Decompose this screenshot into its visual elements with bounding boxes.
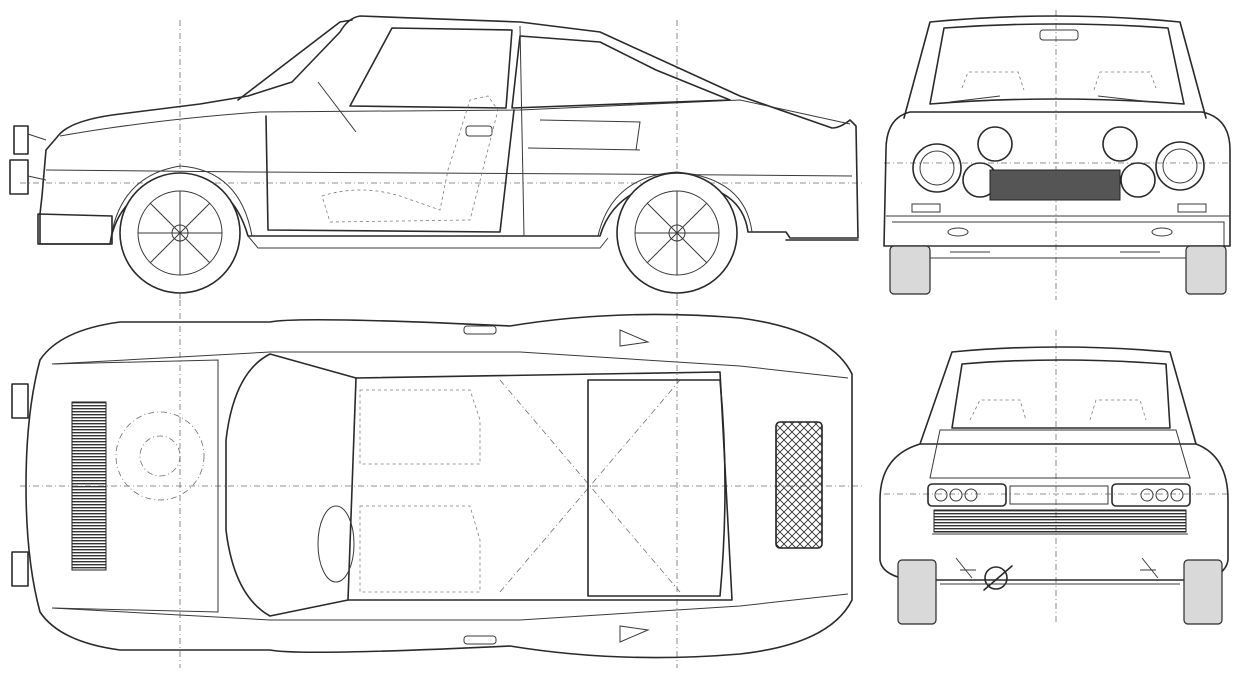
front-bumper [37,213,113,245]
roof-panel [347,371,733,601]
door-handle-top-left [463,325,497,335]
front-wheel [119,172,241,294]
exhaust-tip [984,566,1008,590]
rear-window-glass [951,359,1171,429]
spotlight-lower [9,159,29,195]
rear-arch [597,171,753,237]
rear-springs [955,557,1159,579]
top-spotlight-right [11,551,29,587]
front-tire-right [1185,245,1227,295]
door-window [349,27,513,109]
top-seat-left [359,389,481,465]
front-view [883,10,1231,300]
front-body-outline [883,111,1231,247]
rear-tire-right [1183,559,1223,625]
steering-wheel [317,505,355,583]
spotlight-mounts [27,133,47,181]
top-beltline-left [51,351,849,379]
steering-column [317,81,357,133]
top-seat-right [359,505,481,593]
indicator-right [1177,203,1207,213]
rear-deck [929,429,1191,479]
spare-wheel-hub [139,435,181,477]
seat-ghost [321,95,499,223]
rear-quarter-window [511,35,731,109]
spotlight-left-upper [977,126,1013,162]
front-windscreen [929,23,1185,105]
front-valance [892,221,1225,247]
headlight-right [1155,141,1205,191]
engine-mesh-grille [775,421,823,549]
rear-tire-left [897,559,937,625]
number-plate-recess [1009,485,1109,505]
rear-body-outline [879,443,1229,581]
door-handle [465,125,493,137]
front-view-seats [961,71,1157,91]
spare-wheel-ghost [115,411,205,501]
spotlight-upper [13,125,29,155]
mirror-right [619,625,650,643]
side-crease [45,169,853,177]
spotlight-right-upper [1102,126,1138,162]
rear-view-seats [969,399,1147,421]
side-trim [527,147,641,151]
door-handle-top-right [463,635,497,645]
b-pillar [519,25,525,237]
top-view [11,300,862,668]
front-grille [989,169,1121,201]
rear-vent-trim [539,119,641,151]
front-suspension [930,251,1186,259]
mirror-left [619,329,650,347]
wipers [949,95,1153,103]
door-outline [265,109,515,233]
tail-lamp-cluster-left [927,483,1007,507]
side-sill [247,235,609,249]
exhaust-bracket [983,565,1013,591]
beltline [59,99,851,137]
front-roof-outline [903,15,1207,119]
top-spotlight-left [11,383,29,419]
side-view [9,15,862,300]
top-body-outline [25,313,853,659]
bonnet-outline [51,359,219,613]
spotlight-right-lower [1120,162,1156,198]
rear-louvre-vents [933,509,1187,533]
front-arch [109,165,253,245]
fog-right [1151,227,1173,237]
bonnet-vents [71,401,107,571]
top-beltline-right [51,593,849,621]
rear-roof-outline [919,346,1197,445]
rear-window [587,379,726,597]
headlight-left [912,143,962,193]
windscreen-pillar [237,19,353,101]
fog-left [947,227,969,237]
roll-cage [499,379,681,593]
front-tire-left [889,245,931,295]
tail-lamp-cluster-right [1111,483,1191,507]
rear-view-mirror [1039,29,1079,41]
rear-wheel [616,172,738,294]
indicator-left [911,203,941,213]
top-windscreen [225,353,357,617]
rear-view [879,330,1230,625]
